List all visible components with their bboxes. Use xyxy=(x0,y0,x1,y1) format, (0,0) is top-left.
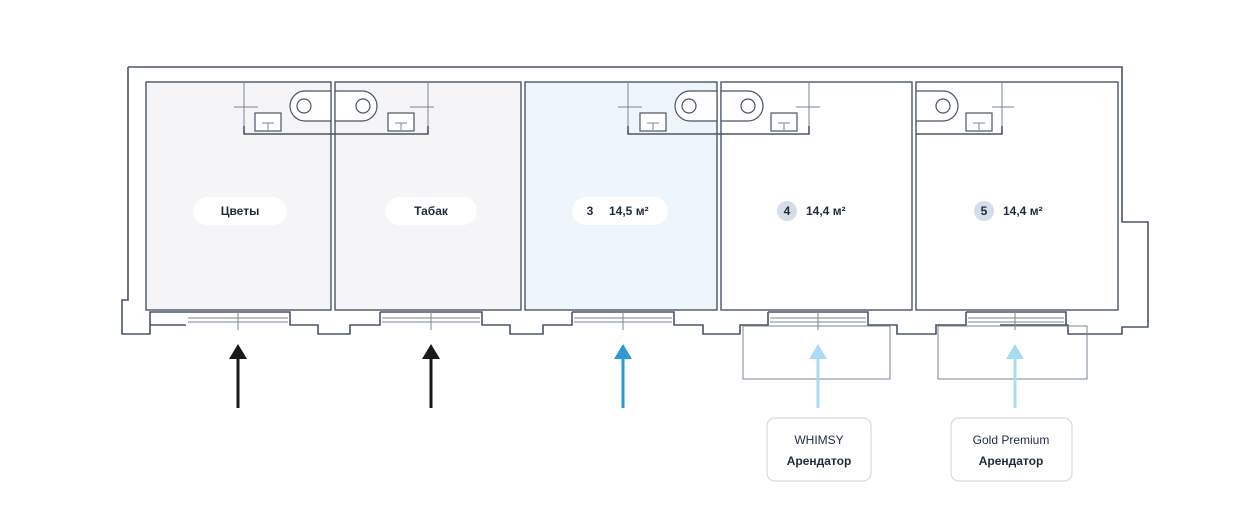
unit-1-name: Цветы xyxy=(221,204,260,218)
unit-3-label[interactable]: 3 14,5 м² xyxy=(572,197,668,225)
bathroom-fixtures xyxy=(234,82,1014,135)
unit-area: 14,4 м² xyxy=(806,204,846,218)
tenant-role: Арендатор xyxy=(787,454,852,468)
tenant-role: Арендатор xyxy=(979,454,1044,468)
facade xyxy=(149,310,1088,380)
entrance-arrow-4 xyxy=(809,344,827,408)
unit-1-label[interactable]: Цветы xyxy=(193,197,287,225)
unit-area: 14,4 м² xyxy=(1003,204,1043,218)
unit-number: 4 xyxy=(784,204,791,218)
tenant-card-whimsy[interactable]: WHIMSY Арендатор xyxy=(766,417,872,482)
unit-5-label[interactable]: 5 14,4 м² xyxy=(974,201,1043,221)
tenant-name: WHIMSY xyxy=(794,433,843,447)
entrance-arrow-3 xyxy=(614,344,632,408)
unit-number: 3 xyxy=(587,204,594,218)
entrance-arrow-2 xyxy=(422,344,440,408)
tenant-name: Gold Premium xyxy=(973,433,1050,447)
unit-area: 14,5 м² xyxy=(609,204,649,218)
unit-2-name: Табак xyxy=(414,204,449,218)
tenant-card-gold-premium[interactable]: Gold Premium Арендатор xyxy=(950,417,1073,482)
unit-2-label[interactable]: Табак xyxy=(385,197,477,225)
unit-4-label[interactable]: 4 14,4 м² xyxy=(777,201,846,221)
entrance-arrow-1 xyxy=(229,344,247,408)
unit-number: 5 xyxy=(981,204,988,218)
entrance-arrow-5 xyxy=(1006,344,1024,408)
